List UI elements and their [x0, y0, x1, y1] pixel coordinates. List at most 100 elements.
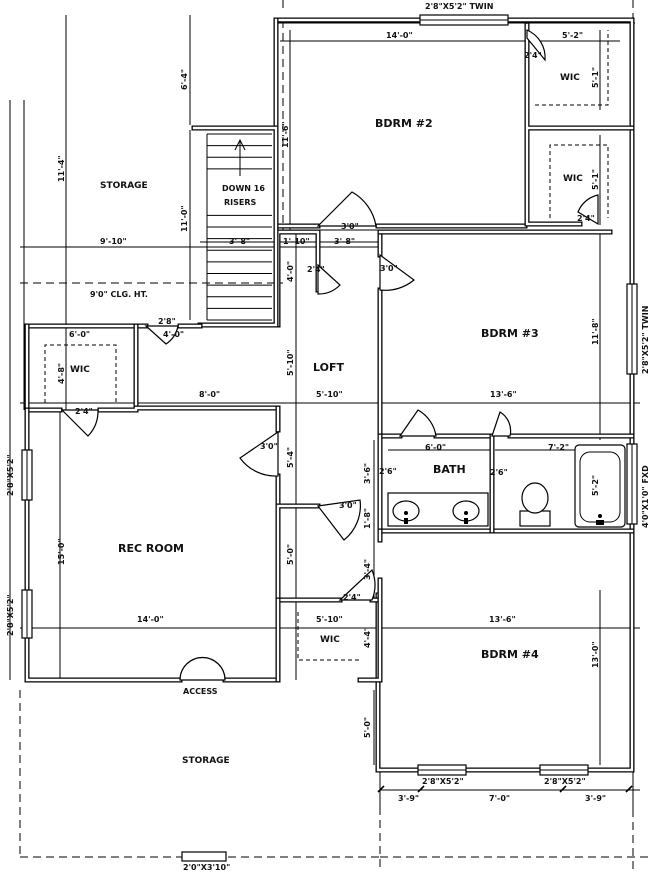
door-storage	[144, 325, 179, 345]
stair-direction-arrow-icon	[234, 138, 246, 176]
room-label-wic2: WIC	[563, 174, 583, 184]
dim-door-bdrm2: 3'0"	[341, 222, 359, 231]
dim-door-bath1: 2'6"	[379, 467, 397, 476]
dim-door-storage-b: 4'-0"	[163, 330, 184, 339]
dim-hall-2: 3'-8"	[334, 237, 355, 246]
dim-bath-depth: 3'-6"	[363, 463, 372, 484]
bathtub-icon	[574, 444, 626, 528]
dim-door-storage-a: 2'8"	[158, 317, 176, 326]
dim-wic4-depth: 4'-4"	[363, 627, 372, 648]
dim-door-bdrm3: 3'0"	[380, 264, 398, 273]
room-label-storage-bottom: STORAGE	[182, 756, 230, 766]
dim-door-bath-hall: 3'0"	[339, 501, 357, 510]
door-rec	[239, 430, 279, 477]
dim-hall-vert-a: 1'-8"	[363, 508, 372, 529]
room-label-bdrm3: BDRM #3	[481, 327, 539, 340]
dim-bdrm3-width: 13'-6"	[490, 390, 517, 399]
dim-storage-depth: 11'-4"	[57, 155, 66, 182]
windows	[21, 14, 638, 862]
dim-storage-width: 9'-10"	[100, 237, 127, 246]
room-label-storage-top: STORAGE	[100, 181, 148, 191]
window-label-right-fixed: 4'0"X1'0" FXD	[641, 465, 650, 528]
dim-door-rec: 3'0"	[260, 442, 278, 451]
dim-door-wic4: 2'4"	[343, 593, 361, 602]
dim-bdrm4-left-vert: 5'-0"	[363, 717, 372, 738]
dim-top-left-vert: 6'-4"	[180, 69, 189, 90]
room-labels: BDRM #2 BDRM #3 BDRM #4 LOFT BATH REC RO…	[70, 73, 583, 766]
dim-hall-vert-c: 3'-4"	[363, 559, 372, 580]
room-label-wic3: WIC	[70, 365, 90, 375]
dim-loft-width: 5'-10"	[316, 390, 343, 399]
window-label-top-twin: 2'8"X5'2" TWIN	[425, 2, 493, 11]
dim-door-wic3: 2'4"	[75, 407, 93, 416]
window-label-right-twin: 2'8"X5'2" TWIN	[641, 306, 650, 374]
dim-bottom-c: 3'-9"	[585, 794, 606, 803]
dim-loft-vert: 5'-10"	[286, 349, 295, 376]
staircase	[206, 133, 272, 321]
dim-bottom-b: 7'-0"	[489, 794, 510, 803]
dim-wic1-width: 5'-2"	[562, 31, 583, 40]
window-label-bottom-right: 2'8"X5'2"	[544, 777, 586, 786]
door-wic1	[526, 29, 546, 62]
dim-tub-length: 5'-2"	[591, 475, 600, 496]
dim-door-wic2: 2'4"	[577, 214, 595, 223]
dim-bdrm3-depth: 11'-8"	[591, 318, 600, 345]
door-wic3	[60, 409, 99, 437]
dim-bdrm4-depth: 13'-0"	[591, 641, 600, 668]
dim-closet-depth: 4'-0"	[286, 261, 295, 282]
access-label: ACCESS	[183, 687, 218, 696]
dim-door-closet: 2'4"	[307, 265, 325, 274]
door-closet	[317, 263, 341, 295]
door-wic2	[577, 194, 599, 226]
closet-shelves	[44, 30, 609, 661]
door-bath-hall	[316, 499, 361, 541]
dim-hall-vert-b: 5'-0"	[286, 544, 295, 565]
dim-bath-sink-width: 6'-0"	[425, 443, 446, 452]
stair-label-line2: RISERS	[224, 198, 257, 207]
dim-door-bath2: 2'6"	[490, 468, 508, 477]
door-bath-wc	[491, 411, 512, 437]
dim-wic4-width: 5'-10"	[316, 615, 343, 624]
window-storage	[181, 851, 227, 862]
door-bath-sink	[398, 409, 437, 437]
room-label-bdrm2: BDRM #2	[375, 117, 433, 130]
walls	[24, 17, 635, 773]
door-bdrm2	[316, 191, 377, 227]
door-bdrm3	[379, 253, 415, 291]
dim-bottom-a: 3'-9"	[398, 794, 419, 803]
room-label-loft: LOFT	[313, 361, 344, 374]
dim-bdrm4-width: 13'-6"	[489, 615, 516, 624]
dim-stair-width: 3'-8"	[229, 237, 250, 246]
window-label-storage: 2'0"X3'10"	[183, 863, 230, 872]
doors	[60, 29, 599, 681]
dim-door-bdrm2-wic: 2'4"	[524, 51, 542, 60]
room-label-bath: BATH	[433, 463, 466, 476]
dim-bath-wc-width: 7'-2"	[548, 443, 569, 452]
stair-label-line1: DOWN 16	[222, 184, 265, 193]
dim-wic2-depth: 5'-1"	[591, 169, 600, 190]
room-label-rec-room: REC ROOM	[118, 542, 184, 555]
door-access	[179, 656, 226, 681]
dim-stair-run: 11'-0"	[180, 205, 189, 232]
dim-rec-top-left: 8'-0"	[199, 390, 220, 399]
window-label-left-lower: 2'8"X5'2"	[6, 594, 15, 636]
dimension-labels: 14'-0" 5'-2" 2'4" 2'4" 9'-10" 3'-8" 1'-1…	[57, 31, 606, 803]
window-label-bottom-left: 2'8"X5'2"	[422, 777, 464, 786]
window-label-left-upper: 2'8"X5'2"	[6, 454, 15, 496]
bath-fixtures	[387, 444, 626, 528]
toilet-icon	[519, 482, 551, 527]
dim-bdrm2-depth: 11'-6"	[281, 121, 290, 148]
door-wic4	[338, 568, 376, 601]
dim-rec-width: 14'-0"	[137, 615, 164, 624]
ceiling-height-label: 9'0" CLG. HT.	[90, 290, 148, 299]
dim-rec-depth: 15'-0"	[57, 538, 66, 565]
dim-bdrm2-width: 14'-0"	[386, 31, 413, 40]
dim-wic3-depth: 4'-8"	[57, 363, 66, 384]
dim-loft-lower-vert: 5'-4"	[286, 447, 295, 468]
room-label-wic4: WIC	[320, 635, 340, 645]
room-label-bdrm4: BDRM #4	[481, 648, 539, 661]
window-labels: 2'8"X5'2" TWIN 2'8"X5'2" TWIN 4'0"X1'0" …	[6, 2, 650, 872]
dim-wic3-width: 6'-0"	[69, 330, 90, 339]
dim-hall-1: 1'-10"	[283, 237, 310, 246]
